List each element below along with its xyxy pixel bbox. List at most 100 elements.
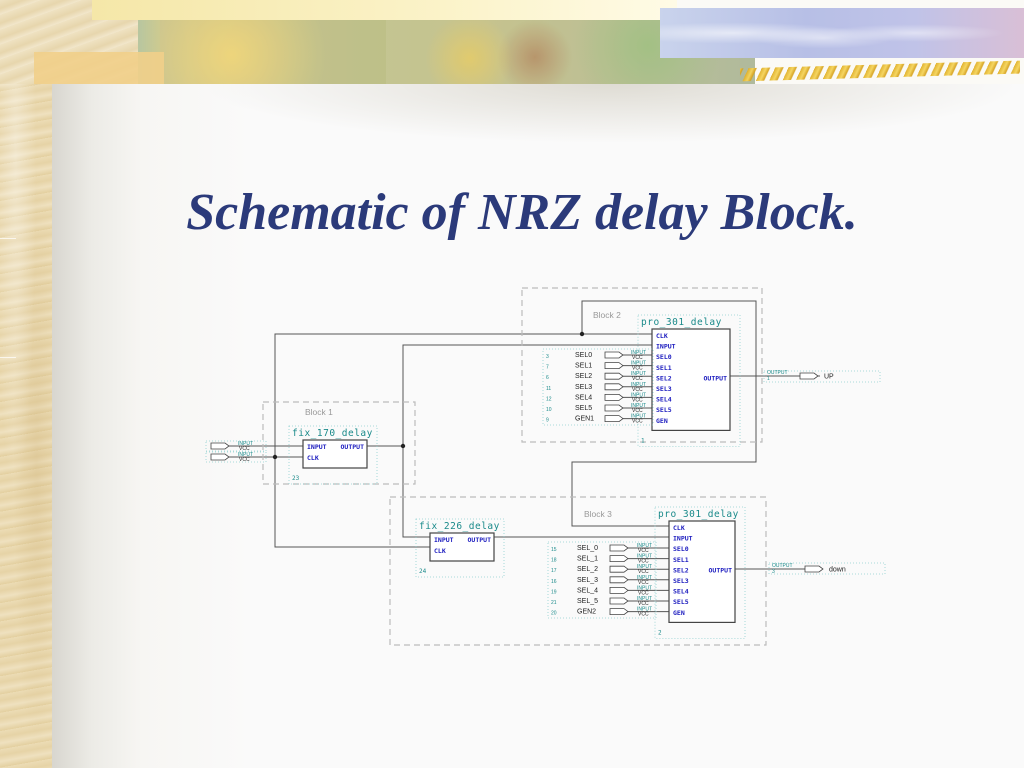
component-name: fix_226_delay <box>419 521 500 532</box>
component-box <box>302 439 368 469</box>
input-vcc-label: VCC <box>239 446 250 452</box>
input-group-frame <box>547 541 657 619</box>
input-pin-symbol <box>604 393 624 401</box>
strip-seam <box>0 238 16 239</box>
input-pin-symbol <box>609 544 629 552</box>
input-io-label: INPUT <box>631 371 646 377</box>
pin-number: 15 <box>551 547 557 553</box>
pin-number: 3 <box>546 354 549 360</box>
port-label: SEL2 <box>656 374 672 382</box>
top-input-symbol <box>210 453 230 461</box>
component-box <box>668 520 736 624</box>
input-io-label: INPUT <box>631 392 646 398</box>
port-label: SEL3 <box>673 577 689 585</box>
junction-dot <box>579 331 585 337</box>
pin-number: 12 <box>546 396 552 402</box>
pin-number: 19 <box>551 589 557 595</box>
input-vcc-label: VCC <box>632 419 643 425</box>
banner-foliage-image <box>160 20 755 84</box>
block-2-outline <box>521 287 763 443</box>
block-3-label: Block 3 <box>584 509 612 519</box>
port-label: CLK <box>434 547 446 555</box>
input-pin-symbol <box>604 415 624 423</box>
input-name: SEL1 <box>575 363 592 370</box>
pin-number: 9 <box>546 418 549 424</box>
input-vcc-label: VCC <box>638 590 649 596</box>
block-2-label: Block 2 <box>593 310 621 320</box>
input-vcc-label: VCC <box>632 376 643 382</box>
banner-shadow <box>200 84 1024 144</box>
input-vcc-label: VCC <box>638 559 649 565</box>
input-pin-symbol <box>604 372 624 380</box>
input-vcc-label: VCC <box>632 408 643 414</box>
port-label: SEL4 <box>656 396 672 404</box>
instance-number: 2 <box>658 629 662 636</box>
input-io-label: INPUT <box>637 554 652 560</box>
pin-number: 18 <box>551 558 557 564</box>
input-name: SEL0 <box>575 352 592 359</box>
input-vcc-label: VCC <box>638 601 649 607</box>
top-input-symbol <box>210 442 230 450</box>
input-name: SEL4 <box>575 394 592 401</box>
component-frame <box>288 425 378 485</box>
output-io-label: OUTPUT <box>772 563 793 569</box>
port-label: OUTPUT <box>468 536 492 544</box>
banner-cream-band <box>92 0 677 20</box>
input-io-label: INPUT <box>631 414 646 420</box>
banner-orange-band <box>34 52 164 84</box>
port-label: CLK <box>307 454 319 462</box>
component-box <box>651 328 731 432</box>
port-label: SEL1 <box>656 364 672 372</box>
port-label: SEL0 <box>673 545 689 553</box>
input-io-label: INPUT <box>631 382 646 388</box>
wire-to-block2-input <box>402 344 652 446</box>
input-io-label: INPUT <box>637 543 652 549</box>
output-io-label: OUTPUT <box>767 370 788 376</box>
block-1-label: Block 1 <box>305 407 333 417</box>
input-pin-symbol <box>609 597 629 605</box>
output-frame <box>763 370 881 383</box>
top-input-frame <box>205 451 267 463</box>
output-pin-symbol <box>804 565 824 573</box>
input-name: SEL_1 <box>577 556 598 563</box>
component-name: pro_301_delay <box>658 509 739 520</box>
wire-clk-to-block3 <box>571 300 757 527</box>
junctions <box>272 331 585 460</box>
input-io-label: INPUT <box>637 596 652 602</box>
output-pin-number: 1 <box>767 376 770 382</box>
instance-number: 23 <box>292 475 300 482</box>
input-pin-symbol <box>609 576 629 584</box>
input-pin-symbol <box>604 351 624 359</box>
slide-content-area <box>52 84 1024 768</box>
wire-clk-to-fix226 <box>274 457 430 548</box>
input-name: SEL_2 <box>577 566 598 573</box>
input-io-label: INPUT <box>238 441 253 447</box>
pin-number: 10 <box>546 407 552 413</box>
pin-number: 17 <box>551 568 557 574</box>
port-label: SEL5 <box>656 406 672 414</box>
port-label: OUTPUT <box>709 566 733 574</box>
port-label: INPUT <box>434 536 454 544</box>
port-label: SEL3 <box>656 385 672 393</box>
input-name: SEL_4 <box>577 587 598 594</box>
input-vcc-label: VCC <box>638 580 649 586</box>
input-io-label: INPUT <box>637 607 652 613</box>
banner-blue-flowers-image <box>660 8 1024 58</box>
input-vcc-label: VCC <box>638 612 649 618</box>
component-frame <box>637 314 741 447</box>
pin-number: 16 <box>551 579 557 585</box>
port-label: INPUT <box>307 443 327 451</box>
port-label: SEL4 <box>673 588 689 596</box>
input-vcc-label: VCC <box>638 548 649 554</box>
input-pin-symbol <box>604 383 624 391</box>
strip-seam <box>0 357 16 358</box>
output-pin-number: 3 <box>772 569 775 575</box>
port-label: OUTPUT <box>341 443 365 451</box>
input-io-label: INPUT <box>631 350 646 356</box>
input-pin-symbol <box>609 565 629 573</box>
input-vcc-label: VCC <box>239 457 250 463</box>
input-name: GEN2 <box>577 609 596 616</box>
port-label: SEL2 <box>673 566 689 574</box>
